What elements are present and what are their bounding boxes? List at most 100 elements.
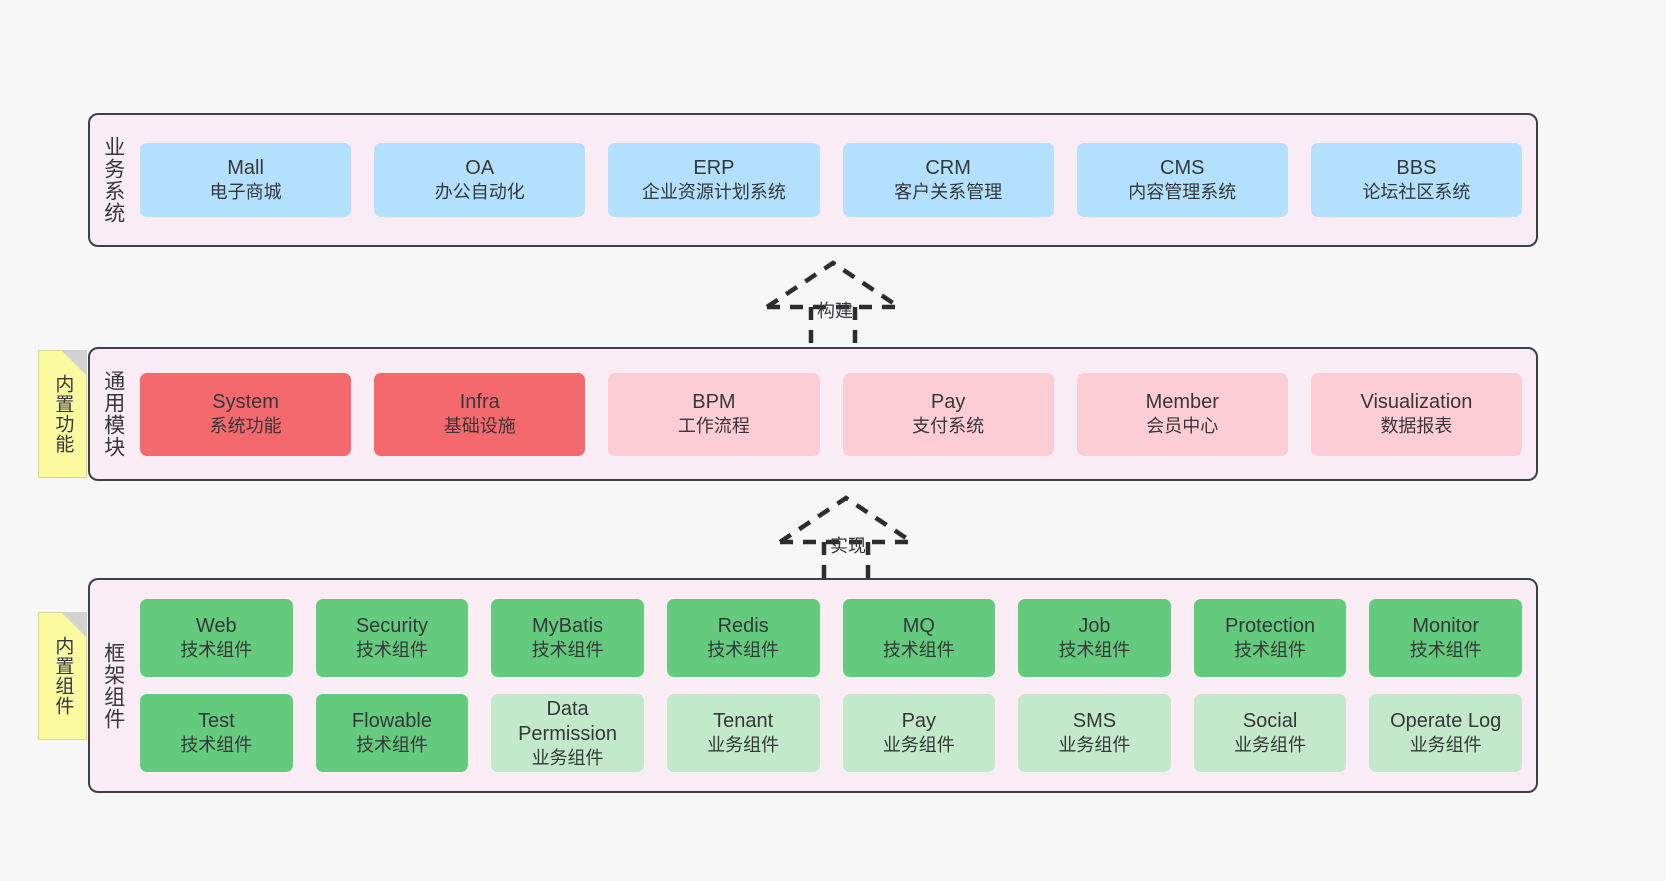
folded-corner-icon: [61, 612, 87, 638]
module-card-data-permission[interactable]: Data Permission 业务组件: [491, 694, 644, 772]
module-name: Flowable: [351, 710, 432, 733]
module-card-pay[interactable]: Pay 支付系统: [842, 372, 1054, 456]
module-card-security[interactable]: Security 技术组件: [315, 599, 469, 677]
layer-label-framework: 框架组件: [101, 641, 125, 730]
module-desc: 技术组件: [707, 640, 780, 661]
module-card-system[interactable]: System 系统功能: [140, 372, 352, 456]
module-desc: 系统功能: [209, 416, 282, 437]
module-desc: 数据报表: [1380, 416, 1453, 437]
module-name: MQ: [902, 615, 935, 638]
link-label-implement: 实现: [830, 536, 866, 556]
module-card-monitor[interactable]: Monitor 技术组件: [1369, 599, 1522, 677]
module-desc: 技术组件: [1058, 640, 1131, 661]
module-desc: 支付系统: [912, 416, 985, 437]
module-name: Redis: [717, 615, 769, 638]
module-name: Monitor: [1412, 615, 1480, 638]
module-desc: 基础设施: [443, 416, 516, 437]
module-card-infra[interactable]: Infra 基础设施: [374, 372, 586, 456]
module-card-web[interactable]: Web 技术组件: [140, 599, 293, 677]
module-row: Test 技术组件 Flowable 技术组件 Data Permission …: [140, 694, 1522, 772]
sticky-note-label: 内置功能: [52, 374, 74, 454]
generalization-arrow-icon: [778, 495, 914, 590]
module-card-crm[interactable]: CRM 客户关系管理: [842, 143, 1054, 217]
module-desc: 技术组件: [531, 640, 604, 661]
layer-business-systems: 业务系统 Mall 电子商城 OA 办公自动化 ERP 企业资源计划系统 CRM…: [88, 113, 1538, 247]
module-card-tenant[interactable]: Tenant 业务组件: [666, 694, 820, 772]
module-name: Web: [195, 615, 237, 638]
module-name: Pay: [930, 391, 966, 414]
module-desc: 企业资源计划系统: [641, 182, 786, 203]
module-desc: 技术组件: [882, 640, 955, 661]
module-card-test[interactable]: Test 技术组件: [140, 694, 293, 772]
module-name: MyBatis: [532, 615, 604, 638]
module-card-flowable[interactable]: Flowable 技术组件: [315, 694, 469, 772]
module-card-sms[interactable]: SMS 业务组件: [1018, 694, 1171, 772]
module-card-pay-business[interactable]: Pay 业务组件: [842, 694, 996, 772]
module-card-cms[interactable]: CMS 内容管理系统: [1076, 143, 1288, 217]
sticky-note-builtin-components[interactable]: 内置组件: [38, 612, 87, 740]
module-name: Mall: [227, 157, 264, 180]
link-build: 构建: [755, 255, 925, 355]
module-card-mybatis[interactable]: MyBatis 技术组件: [491, 599, 644, 677]
module-desc: 会员中心: [1146, 416, 1219, 437]
module-desc: 工作流程: [677, 416, 750, 437]
module-desc: 技术组件: [1234, 640, 1307, 661]
module-name: Security: [355, 615, 429, 638]
module-name: CMS: [1160, 157, 1205, 180]
module-card-protection[interactable]: Protection 技术组件: [1193, 599, 1347, 677]
module-name: SMS: [1072, 710, 1117, 733]
module-card-mq[interactable]: MQ 技术组件: [842, 599, 996, 677]
module-desc: 业务组件: [882, 735, 955, 756]
folded-corner-icon: [61, 350, 87, 376]
module-desc: 论坛社区系统: [1362, 182, 1471, 203]
module-name: Visualization: [1360, 391, 1473, 414]
module-name: BBS: [1396, 157, 1437, 180]
module-desc: 办公自动化: [434, 182, 525, 203]
layer-body-common: System 系统功能 Infra 基础设施 BPM 工作流程 Pay 支付系统…: [136, 349, 1536, 479]
module-name: ERP: [693, 157, 735, 180]
module-card-redis[interactable]: Redis 技术组件: [666, 599, 820, 677]
layer-label-business: 业务系统: [101, 136, 125, 224]
layer-body-framework: Web 技术组件 Security 技术组件 MyBatis 技术组件 Redi…: [136, 580, 1536, 791]
module-name: Social: [1242, 710, 1298, 733]
generalization-arrow-icon: [765, 260, 901, 355]
module-card-operate-log[interactable]: Operate Log 业务组件: [1369, 694, 1522, 772]
module-desc: 技术组件: [355, 735, 428, 756]
sticky-note-label: 内置组件: [52, 636, 74, 716]
module-card-member[interactable]: Member 会员中心: [1076, 372, 1288, 456]
link-label-build: 构建: [817, 301, 853, 321]
module-name: System: [212, 391, 279, 414]
module-card-mall[interactable]: Mall 电子商城: [140, 143, 352, 217]
module-card-erp[interactable]: ERP 企业资源计划系统: [608, 143, 820, 217]
module-name: BPM: [692, 391, 736, 414]
module-card-job[interactable]: Job 技术组件: [1018, 599, 1171, 677]
module-name: Job: [1078, 615, 1111, 638]
module-row: System 系统功能 Infra 基础设施 BPM 工作流程 Pay 支付系统…: [140, 372, 1523, 456]
module-desc: 技术组件: [180, 735, 253, 756]
module-card-bbs[interactable]: BBS 论坛社区系统: [1310, 143, 1523, 217]
module-desc: 客户关系管理: [894, 182, 1003, 203]
module-card-oa[interactable]: OA 办公自动化: [374, 143, 586, 217]
module-name: Infra: [459, 391, 500, 414]
module-name: Test: [197, 710, 235, 733]
module-name: Data Permission: [518, 698, 618, 745]
module-name: OA: [465, 157, 495, 180]
module-name: CRM: [925, 157, 971, 180]
layer-body-business: Mall 电子商城 OA 办公自动化 ERP 企业资源计划系统 CRM 客户关系…: [136, 115, 1536, 245]
module-name: Tenant: [713, 710, 774, 733]
module-name: Protection: [1225, 615, 1316, 638]
module-card-visualization[interactable]: Visualization 数据报表: [1310, 372, 1523, 456]
module-desc: 技术组件: [355, 640, 428, 661]
module-name: Member: [1145, 391, 1219, 414]
link-implement: 实现: [768, 490, 938, 590]
layer-framework-components: 框架组件 Web 技术组件 Security 技术组件 MyBatis 技术组件…: [88, 578, 1538, 793]
module-desc: 电子商城: [209, 182, 282, 203]
module-card-bpm[interactable]: BPM 工作流程: [608, 372, 820, 456]
module-name: Operate Log: [1390, 710, 1502, 733]
module-name: Pay: [901, 710, 937, 733]
module-card-social[interactable]: Social 业务组件: [1193, 694, 1347, 772]
module-desc: 业务组件: [531, 747, 604, 768]
module-desc: 业务组件: [707, 735, 780, 756]
module-desc: 内容管理系统: [1128, 182, 1237, 203]
sticky-note-builtin-features[interactable]: 内置功能: [38, 350, 87, 478]
